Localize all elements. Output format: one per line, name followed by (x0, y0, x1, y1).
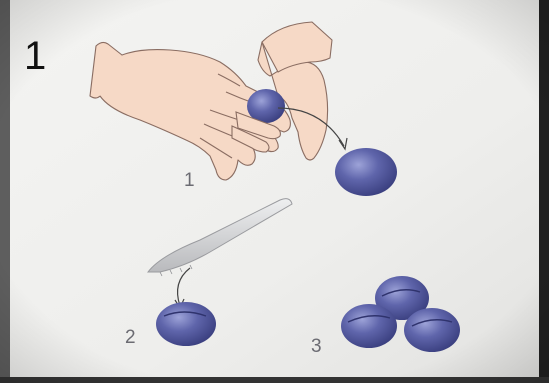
step-label-1: 1 (184, 171, 195, 190)
step-label-3: 3 (311, 337, 322, 356)
plum-step-1 (335, 148, 397, 196)
plum-step-3-right (404, 308, 460, 352)
plum-step-3-left (341, 304, 397, 348)
step-label-2: 2 (125, 328, 136, 347)
slide-number: 1 (24, 36, 46, 76)
plum-step-2 (156, 302, 216, 346)
